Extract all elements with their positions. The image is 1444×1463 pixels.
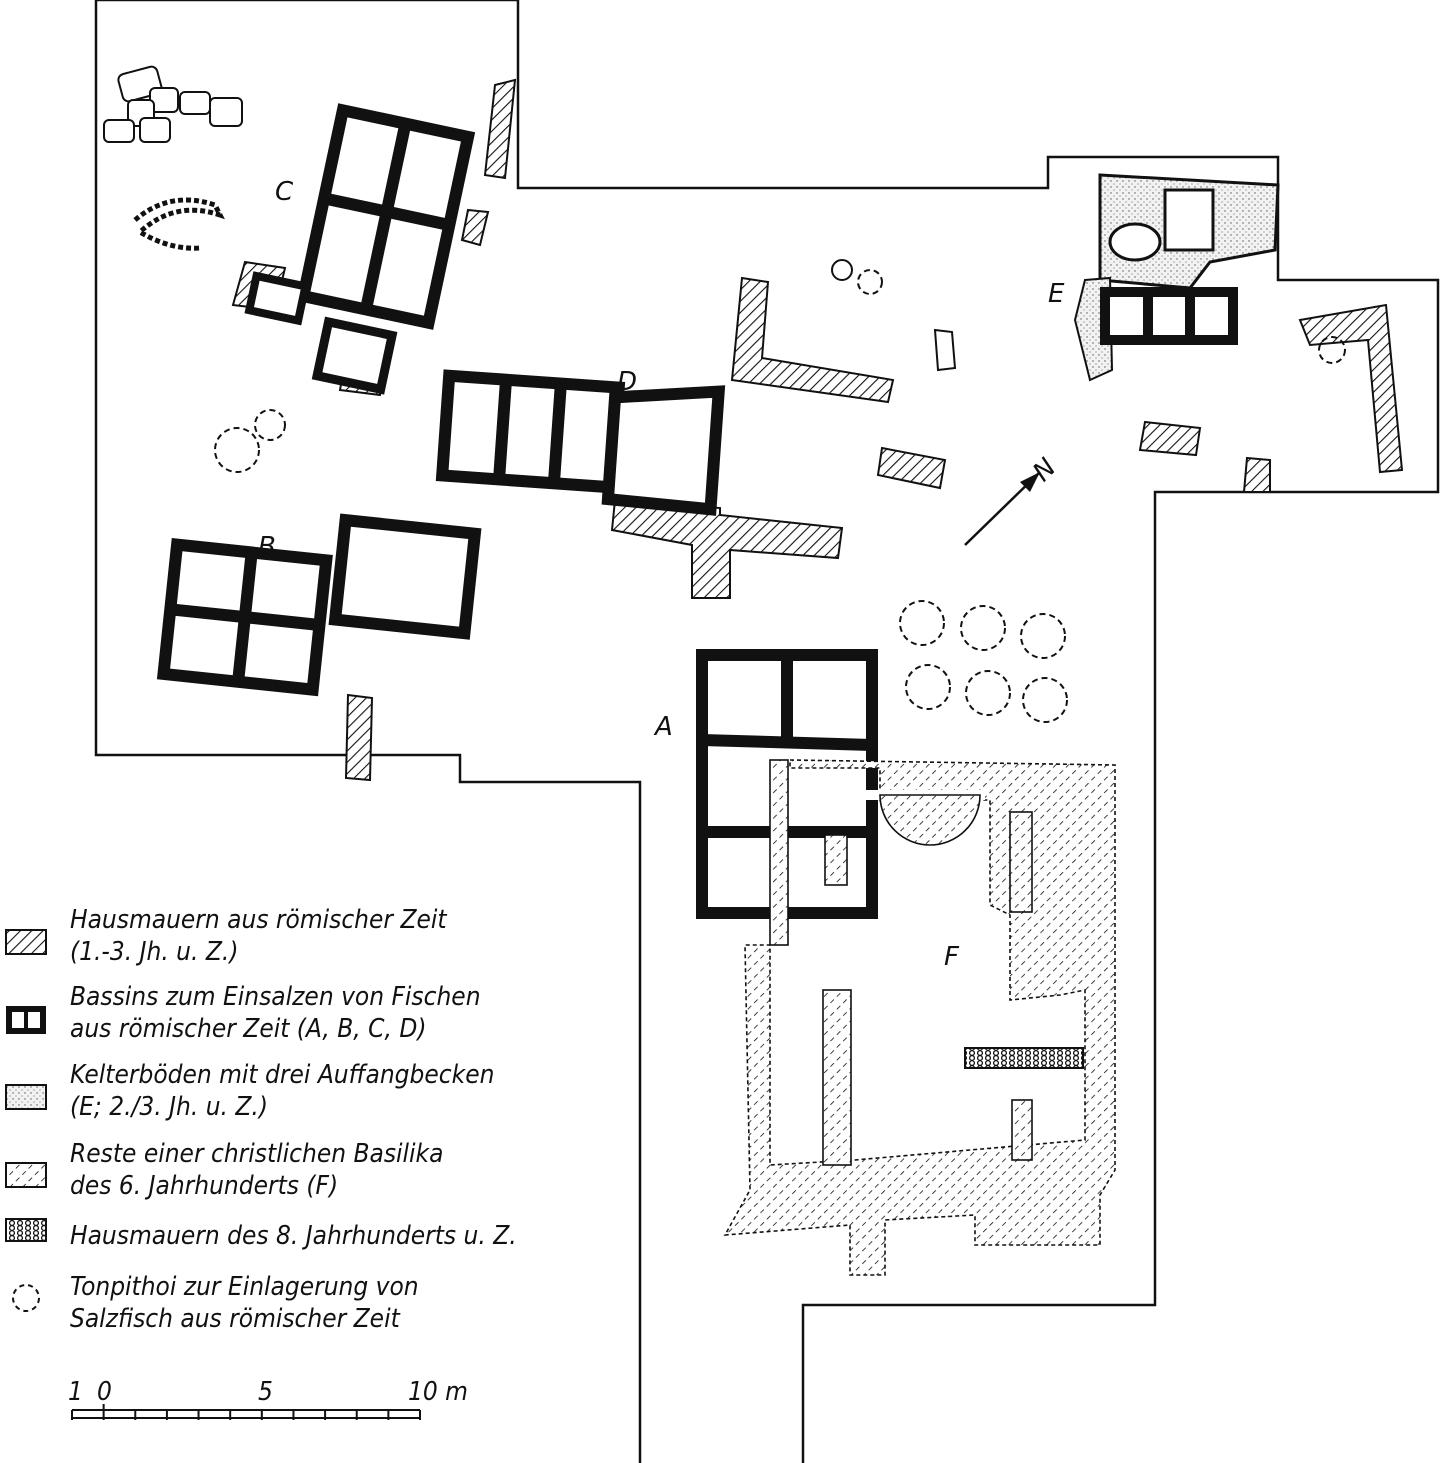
basin-b <box>156 513 482 697</box>
scale-bar: 1 0 5 10 m <box>68 1377 468 1420</box>
scale-label: 0 <box>97 1377 112 1407</box>
label-e: E <box>1048 279 1065 309</box>
label-c: C <box>275 177 294 207</box>
basin-c <box>244 103 476 395</box>
roman-house-walls <box>231 78 1404 782</box>
legend-text: aus römischer Zeit (A, B, C, D) <box>70 1014 427 1044</box>
legend-text: Kelterböden mit drei Auffangbecken <box>70 1060 494 1090</box>
press-floors-e <box>933 173 1280 382</box>
excavation-boundary <box>94 0 1440 1463</box>
basilica-f <box>723 759 1116 1276</box>
pithoi <box>214 259 1346 723</box>
stone-rubble <box>103 65 243 251</box>
label-d: D <box>617 367 637 397</box>
legend-text: Salzfisch aus römischer Zeit <box>70 1304 401 1334</box>
legend-text: Tonpithoi zur Einlagerung von <box>70 1272 419 1302</box>
legend-symbol-circle <box>12 1284 40 1312</box>
legend-text: (E; 2./3. Jh. u. Z.) <box>70 1092 268 1122</box>
label-b: B <box>258 532 276 562</box>
legend-text: Bassins zum Einsalzen von Fischen <box>70 982 481 1012</box>
legend-text: des 6. Jahrhunderts (F) <box>70 1171 338 1201</box>
legend-symbol-hatch <box>5 929 47 955</box>
legend-symbol-dashed-hatch <box>5 1162 47 1188</box>
legend-text: (1.-3. Jh. u. Z.) <box>70 937 238 967</box>
legend-symbol-wave <box>5 1218 47 1242</box>
legend-text: Reste einer christlichen Basilika <box>70 1139 443 1169</box>
legend: Hausmauern aus römischer Zeit (1.-3. Jh.… <box>5 905 517 1334</box>
scale-label: 1 <box>68 1377 83 1407</box>
north-arrow: N <box>964 453 1062 546</box>
legend-text: Hausmauern aus römischer Zeit <box>70 905 447 935</box>
basin-d <box>435 369 726 516</box>
fish-salting-basins <box>156 103 878 919</box>
label-f: F <box>944 942 960 972</box>
legend-text: Hausmauern des 8. Jahrhunderts u. Z. <box>70 1221 517 1251</box>
legend-symbol-stipple <box>5 1084 47 1110</box>
label-a: A <box>653 712 673 742</box>
medieval-wall <box>964 1047 1084 1069</box>
scale-label: 10 m <box>408 1377 468 1407</box>
scale-label: 5 <box>258 1377 273 1407</box>
